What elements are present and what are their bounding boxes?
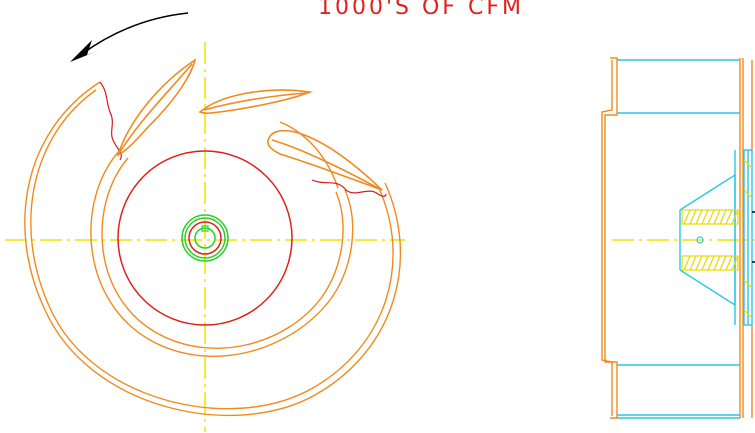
hub — [181, 214, 229, 262]
rotation-arrow-icon — [70, 12, 189, 62]
inlet-ring — [601, 57, 753, 419]
centerlines — [5, 42, 405, 432]
hub-hatching — [681, 159, 753, 319]
housing-scroll — [24, 81, 402, 417]
break-lines — [99, 81, 387, 197]
fan-blades — [116, 58, 383, 191]
front-view — [5, 42, 405, 432]
shroud-lines — [617, 59, 753, 419]
inlet-circle — [117, 150, 293, 326]
drawing-title: 1000'S OF CFM — [318, 0, 524, 20]
shaft-bore — [696, 211, 755, 263]
side-view — [601, 57, 755, 419]
